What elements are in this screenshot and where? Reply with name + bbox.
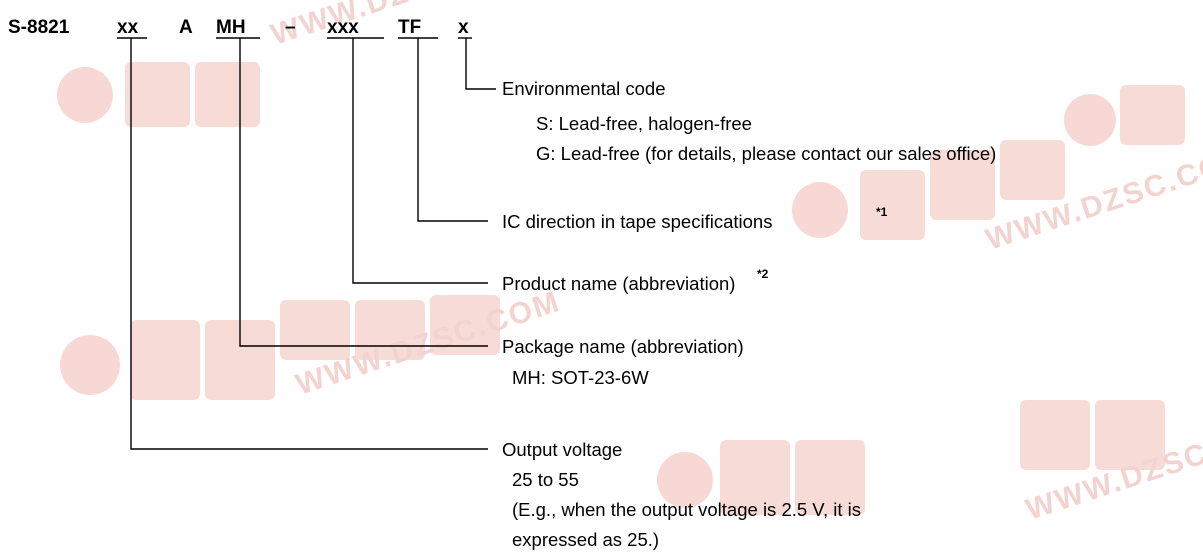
callout-package-name: Package name (abbreviation) MH: SOT-23-6… xyxy=(502,336,744,388)
output-voltage-line-3: expressed as 25.) xyxy=(512,529,659,550)
watermark-logo-6 xyxy=(1020,400,1165,470)
code-product: xxx xyxy=(327,17,359,38)
code-prefix: S-8821 xyxy=(8,17,70,38)
ic-direction-note: *1 xyxy=(876,205,888,219)
callout-product-name: Product name (abbreviation) *2 xyxy=(502,267,769,294)
environmental-line-1: S: Lead-free, halogen-free xyxy=(536,113,752,134)
leader-output-voltage xyxy=(130,38,488,450)
product-name-note: *2 xyxy=(757,267,769,281)
package-name-line-1: MH: SOT-23-6W xyxy=(512,367,649,388)
callout-environmental: Environmental code S: Lead-free, halogen… xyxy=(502,78,996,164)
ic-direction-title: IC direction in tape specifications xyxy=(502,211,772,232)
environmental-line-2: G: Lead-free (for details, please contac… xyxy=(536,143,996,164)
leader-environmental xyxy=(465,38,496,90)
watermark-logo-1 xyxy=(57,62,260,127)
code-tape: TF xyxy=(398,17,421,38)
product-code: S-8821 xx A MH – xxx TF x xyxy=(8,17,469,38)
package-name-title: Package name (abbreviation) xyxy=(502,336,744,357)
callout-output-voltage: Output voltage 25 to 55 (E.g., when the … xyxy=(502,439,861,550)
leader-package-name xyxy=(239,38,488,347)
watermark-logo-3 xyxy=(792,140,1065,240)
code-package: MH xyxy=(216,17,246,38)
leader-product-name xyxy=(352,38,488,284)
code-voltage: xx xyxy=(117,17,139,38)
output-voltage-line-2: (E.g., when the output voltage is 2.5 V,… xyxy=(512,499,861,520)
product-name-title: Product name (abbreviation) xyxy=(502,273,735,294)
environmental-title: Environmental code xyxy=(502,78,666,99)
leader-ic-direction xyxy=(417,38,488,222)
leader-lines xyxy=(130,38,496,450)
code-variant: A xyxy=(179,17,193,38)
watermark-logo-2 xyxy=(60,295,500,400)
output-voltage-title: Output voltage xyxy=(502,439,622,460)
output-voltage-line-1: 25 to 55 xyxy=(512,469,579,490)
watermark-logo-4 xyxy=(1064,85,1185,146)
code-env: x xyxy=(458,17,469,38)
callout-ic-direction: IC direction in tape specifications *1 xyxy=(502,205,888,232)
watermark-logo-5 xyxy=(657,440,865,515)
code-dash: – xyxy=(285,17,296,38)
